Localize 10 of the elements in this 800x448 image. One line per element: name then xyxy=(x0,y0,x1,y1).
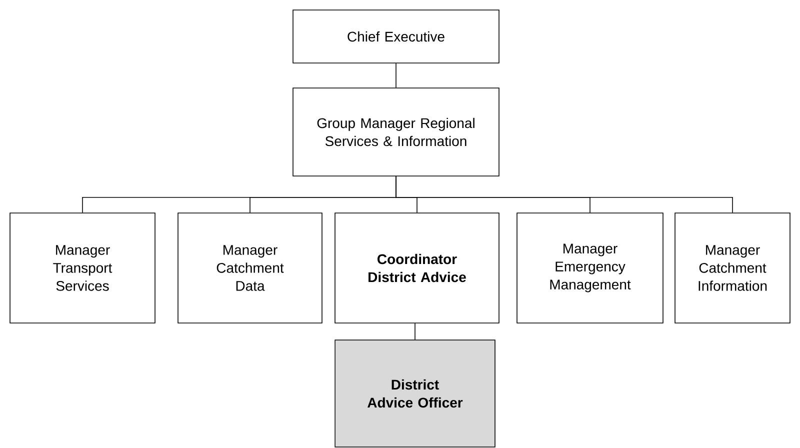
org-box: Manager Emergency Management xyxy=(516,212,664,324)
org-box: Group Manager Regional Services & Information xyxy=(292,88,500,176)
org-box: Coordinator District Advice xyxy=(334,212,500,324)
org-box: Manager Catchment Data xyxy=(178,212,322,324)
org-box: Manager Catchment Information xyxy=(674,212,790,324)
org-box: Manager Transport Services xyxy=(10,212,156,324)
connector-line xyxy=(414,323,416,340)
org-box: Chief Executive xyxy=(292,10,500,64)
org-box: District Advice Officer xyxy=(334,340,496,448)
connector-line xyxy=(396,176,733,213)
